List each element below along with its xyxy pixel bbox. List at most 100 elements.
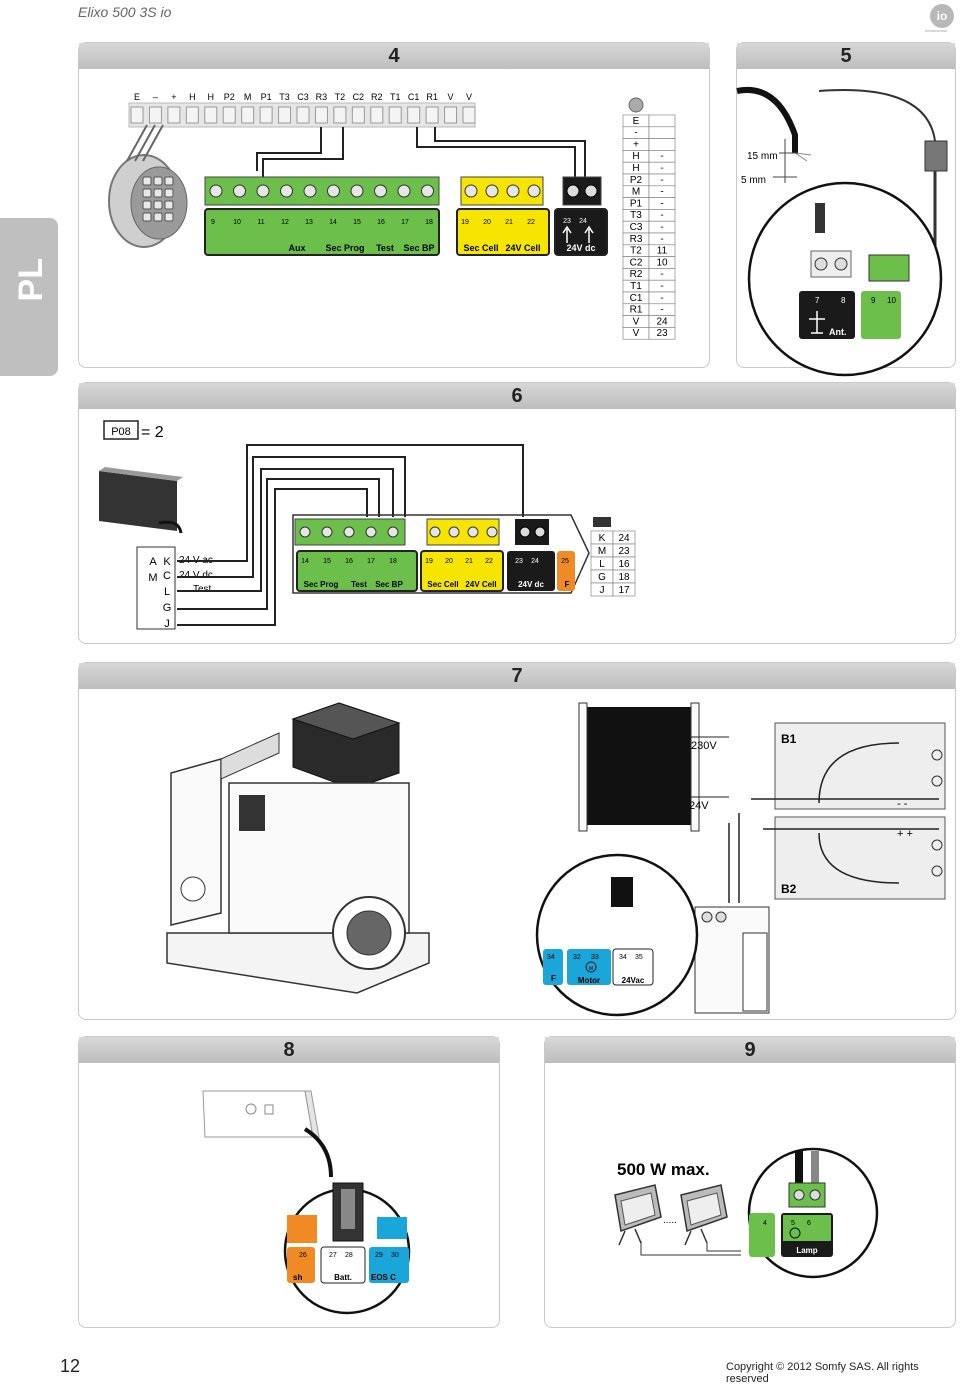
- term-23: 23: [515, 558, 523, 565]
- lamp-icon: [789, 1227, 801, 1239]
- battery-link-wire: [818, 742, 900, 884]
- keypad-key: [164, 176, 174, 186]
- table-cell-right: 18: [618, 572, 630, 583]
- panel-5-antenna-wiring: 5 15 mm 5 mm 7 8 Ant. 9 10: [736, 42, 956, 377]
- keypad-terminal-label: E: [134, 92, 140, 102]
- table-cell-right: -: [660, 163, 663, 174]
- language-tab-label: PL: [12, 258, 50, 302]
- green-terminal-number: 9: [211, 219, 215, 226]
- wire-2: [262, 127, 344, 177]
- table-cell-left: H: [632, 163, 639, 174]
- terminal-screw-1: [701, 911, 713, 923]
- edge-letters-box: [136, 546, 176, 630]
- label-b1: B1: [781, 732, 797, 746]
- table-cell-right: 23: [656, 328, 668, 339]
- table-cell-left: -: [634, 128, 637, 139]
- label-minus-minus: - -: [897, 798, 908, 810]
- keypad-terminal-screw: [333, 106, 347, 124]
- label-sec-prog: Sec Prog: [304, 580, 339, 589]
- table-cell: [648, 114, 676, 128]
- antenna-screw-8: [834, 257, 848, 271]
- green-block-left: [749, 1213, 775, 1257]
- yellow-terminal-block: [420, 550, 504, 592]
- safety-edge-cable: [158, 520, 183, 534]
- battery-pack: [202, 1090, 314, 1138]
- keypad-terminal-label: –: [153, 92, 158, 102]
- letter-l: L: [164, 586, 170, 598]
- plus-icon-b1: [931, 749, 943, 761]
- batt-terminal-block: [320, 1246, 366, 1284]
- keypad-terminal-label: C2: [353, 92, 365, 102]
- green-terminal-number: 18: [425, 219, 433, 226]
- label-sec-bp: Sec BP: [375, 580, 403, 589]
- keypad-terminal-label: P1: [261, 92, 272, 102]
- black-terminal-screw-23: [566, 184, 580, 198]
- battery-pack-side: [304, 1090, 320, 1138]
- green-terminal-screw: [327, 184, 340, 198]
- battery-top: [291, 702, 401, 740]
- wire-1: [256, 127, 322, 171]
- yellow-terminal-screw: [464, 184, 478, 198]
- keypad-terminal-label: P2: [224, 92, 235, 102]
- floodlight-1-stand: [618, 1228, 642, 1246]
- keypad-key: [142, 188, 152, 198]
- label-batt: Batt.: [334, 1273, 352, 1282]
- label-aux: Aux: [288, 243, 305, 253]
- green-terminal-number: 15: [353, 219, 361, 226]
- term-25: 25: [561, 558, 569, 565]
- keypad-terminal-screw: [148, 106, 162, 124]
- table-cell-left: M: [598, 546, 606, 557]
- term-28: 28: [345, 1252, 353, 1259]
- plus-icon-b2: [931, 839, 943, 851]
- table-cell-right: -: [660, 269, 663, 280]
- table-cell-left: R2: [630, 269, 643, 280]
- panel-6-number: 6: [79, 383, 955, 409]
- ant-label: Ant.: [829, 327, 847, 337]
- yellow-terminal-number: 20: [483, 219, 491, 226]
- green-terminal-screw: [256, 184, 270, 198]
- green-terminal-screw: [350, 184, 364, 198]
- yellow-terminal-screw: [429, 526, 441, 538]
- yellow-terminal-screw: [486, 526, 498, 538]
- cable-stripped-end: [794, 152, 812, 162]
- keypad-key: [153, 188, 163, 198]
- panel-9-number: 9: [545, 1037, 955, 1063]
- blue-block-left: [543, 949, 563, 985]
- battery-connector: [742, 932, 768, 1012]
- document-title: Elixo 500 3S io: [78, 4, 172, 20]
- keypad-key: [164, 188, 174, 198]
- label-eos: EOS C: [371, 1273, 396, 1282]
- power-arrows-icon: [562, 225, 594, 243]
- battery-connector-inner: [341, 1189, 355, 1229]
- param-code: P08: [111, 426, 131, 438]
- label-24v-dc: 24V dc: [518, 580, 544, 589]
- floodlight-2-lens: [686, 1192, 722, 1226]
- keypad-terminal-label: H: [189, 92, 196, 102]
- io-logo: io: [930, 4, 954, 28]
- table-cell: [648, 138, 676, 151]
- table-cell-left: C3: [630, 222, 643, 233]
- label-flash: sh: [293, 1273, 302, 1282]
- term-6: 6: [807, 1220, 811, 1227]
- keypad-key: [153, 176, 163, 186]
- panel-7-battery-wiring: 7 230V 24V B1 B2 - - + +: [78, 662, 956, 1020]
- antenna-terminal-block: [799, 291, 855, 339]
- green-terminal-screw: [233, 184, 246, 198]
- table-cell-left: R1: [630, 305, 643, 316]
- keypad-key: [164, 200, 174, 210]
- table-cell-left: T3: [630, 210, 642, 221]
- wire-g: [177, 478, 380, 610]
- keypad-terminal-screw: [351, 106, 365, 124]
- green-terminal-number: 14: [301, 558, 309, 565]
- letter-c: C: [163, 570, 171, 582]
- keypad-terminal-label: C1: [408, 92, 420, 102]
- label-b2: B2: [781, 882, 797, 896]
- label-sec-prog: Sec Prog: [325, 243, 364, 253]
- param-value: = 2: [141, 424, 164, 441]
- table-cell-right: -: [660, 305, 663, 316]
- keypad-terminal-label: R1: [426, 92, 438, 102]
- yellow-terminal-block: [456, 208, 550, 256]
- term-10: 10: [887, 296, 896, 305]
